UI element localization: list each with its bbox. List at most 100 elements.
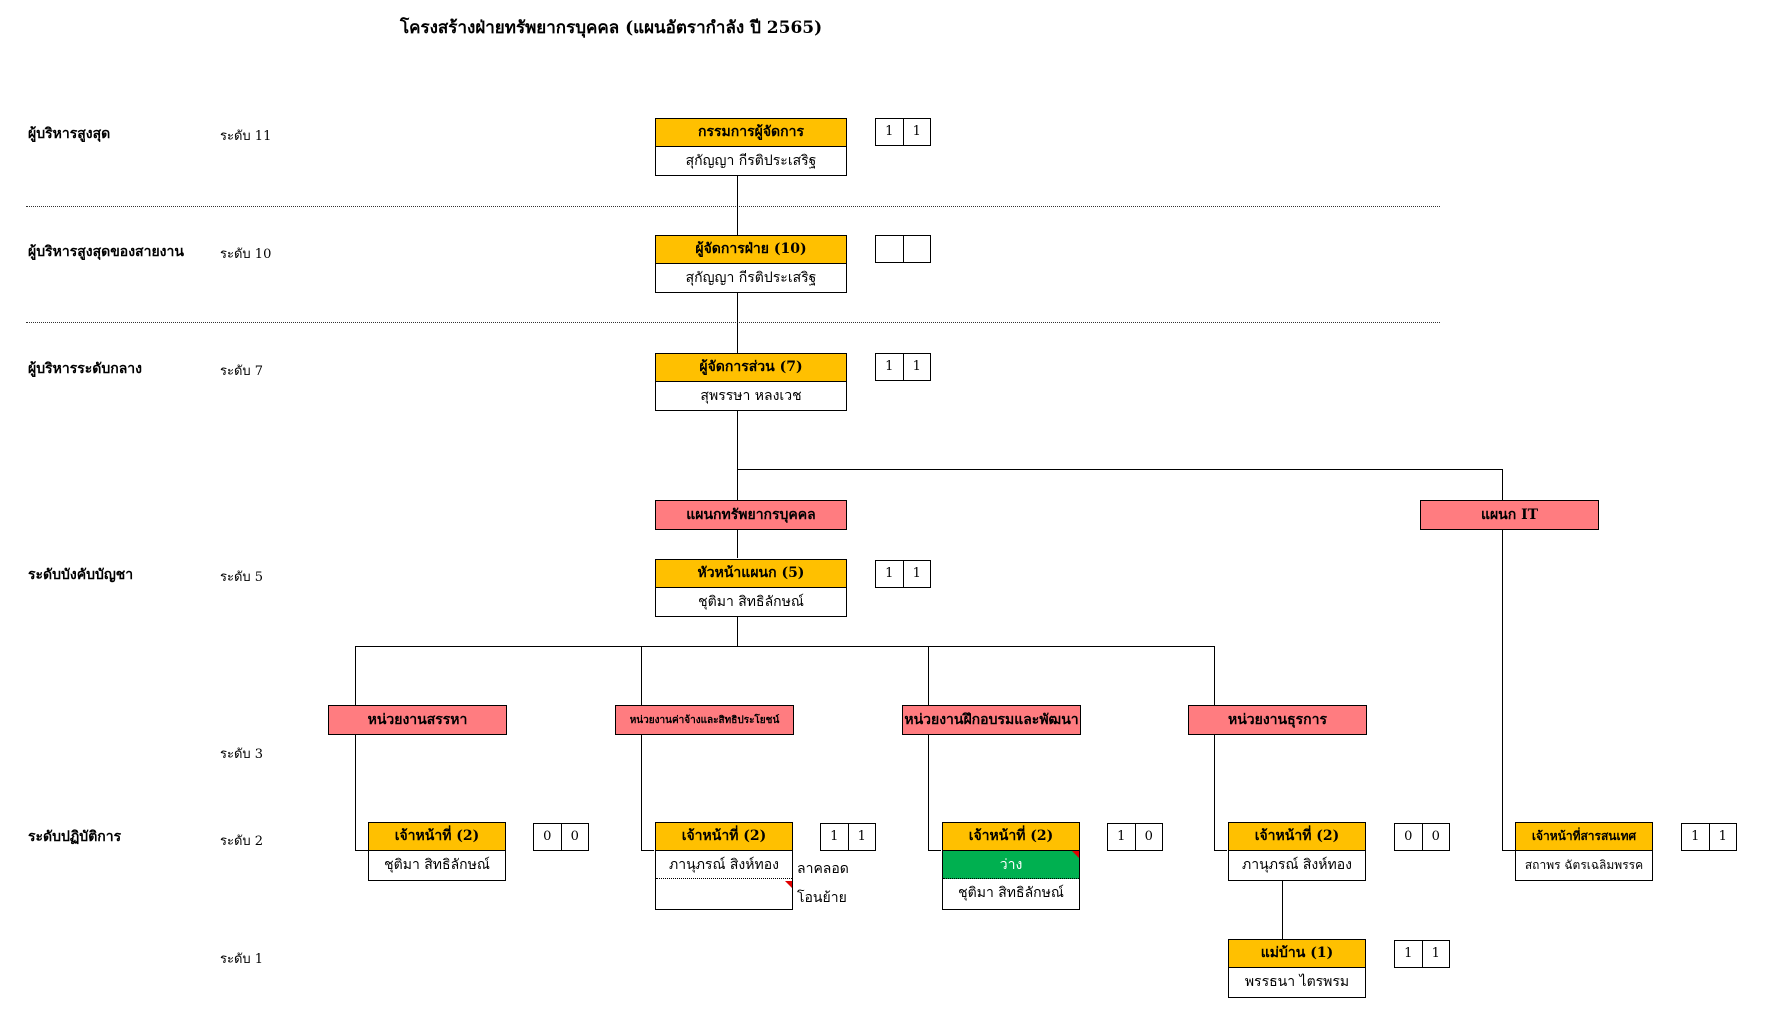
position-box-section-manager[interactable]: ผู้จัดการส่วน (7) สุพรรษา หลงเวช <box>655 353 847 411</box>
headcount-actual: 0 <box>1422 823 1450 851</box>
connector-line <box>1214 850 1227 851</box>
connector-line <box>355 646 1215 647</box>
level-7: ระดับ 7 <box>220 364 264 379</box>
position-box-managing-director[interactable]: กรรมการผู้จัดการ สุกัญญา กีรติประเสริฐ <box>655 118 847 176</box>
connector-line <box>737 411 738 500</box>
connector-line <box>928 646 929 850</box>
position-holder: ชุติมา สิทธิลักษณ์ <box>698 594 804 610</box>
connector-line <box>1282 881 1283 939</box>
headcount-planned: 1 <box>820 823 849 851</box>
position-holder: สุกัญญา กีรติประเสริฐ <box>685 270 817 286</box>
position-box-division-head[interactable]: หัวหน้าแผนก (5) ชุติมา สิทธิลักษณ์ <box>655 559 847 617</box>
headcount-actual: 1 <box>1422 940 1450 968</box>
position-box-admin-staff[interactable]: เจ้าหน้าที่ (2) ภานุภรณ์ สิงห์ทอง <box>1228 822 1366 881</box>
position-title: เจ้าหน้าที่สารสนเทศ <box>1516 823 1652 851</box>
comment-indicator-icon <box>785 881 792 888</box>
unit-training-development[interactable]: หน่วยงานฝึกอบรมและพัฒนา <box>902 705 1081 735</box>
headcount-planned: 1 <box>875 560 904 588</box>
position-holder: สุพรรษา หลงเวช <box>700 388 802 404</box>
department-hr[interactable]: แผนกทรัพยากรบุคคล <box>655 500 847 530</box>
level-5: ระดับ 5 <box>220 570 264 585</box>
category-operation: ระดับปฏิบัติการ <box>28 829 122 845</box>
connector-line <box>1502 469 1503 500</box>
headcount-actual: 0 <box>1135 823 1163 851</box>
level-10: ระดับ 10 <box>220 247 272 262</box>
connector-line <box>928 850 941 851</box>
position-title: เจ้าหน้าที่ (2) <box>943 823 1079 851</box>
headcount-actual: 1 <box>903 560 931 588</box>
headcount-actual: 1 <box>1709 823 1737 851</box>
position-title: ผู้จัดการส่วน (7) <box>656 354 846 382</box>
headcount-actual: 0 <box>561 823 589 851</box>
position-holder: ภานุภรณ์ สิงห์ทอง <box>1242 857 1352 873</box>
headcount-planned: 0 <box>1394 823 1423 851</box>
unit-administration[interactable]: หน่วยงานธุรการ <box>1188 705 1367 735</box>
connector-line <box>641 850 654 851</box>
connector-line <box>641 646 642 850</box>
connector-line <box>355 646 356 850</box>
position-box-maid[interactable]: แม่บ้าน (1) พรรธนา ไตรพรม <box>1228 939 1366 998</box>
position-box-it-staff[interactable]: เจ้าหน้าที่สารสนเทศ สถาพร ฉัตรเฉลิมพรรค <box>1515 822 1653 881</box>
position-holder: สุกัญญา กีรติประเสริฐ <box>685 153 817 169</box>
page-title: โครงสร้างฝ่ายทรัพยากรบุคคล (แผนอัตรากำลั… <box>400 18 823 38</box>
connector-line <box>1214 646 1215 850</box>
connector-line <box>737 617 738 646</box>
headcount-cells <box>875 235 931 263</box>
headcount-actual <box>903 235 931 263</box>
position-title: เจ้าหน้าที่ (2) <box>1229 823 1365 851</box>
unit-compensation-benefits[interactable]: หน่วยงานค่าจ้างและสิทธิประโยชน์ <box>615 705 794 735</box>
position-title: ผู้จัดการฝ่าย (10) <box>656 236 846 264</box>
position-title: หัวหน้าแผนก (5) <box>656 560 846 588</box>
headcount-planned <box>875 235 904 263</box>
category-mid-exec: ผู้บริหารระดับกลาง <box>28 361 142 377</box>
separator-line <box>26 206 1440 207</box>
separator-line <box>26 322 1440 323</box>
position-box-recruitment-staff[interactable]: เจ้าหน้าที่ (2) ชุติมา สิทธิลักษณ์ <box>368 822 506 881</box>
connector-line <box>737 176 738 235</box>
headcount-planned: 1 <box>1394 940 1423 968</box>
status-note: โอนย้าย <box>797 890 847 906</box>
position-holder: ภานุภรณ์ สิงห์ทอง <box>656 851 792 879</box>
level-3: ระดับ 3 <box>220 747 264 762</box>
connector-line <box>737 469 1503 470</box>
headcount-actual: 1 <box>848 823 876 851</box>
position-title: แม่บ้าน (1) <box>1229 940 1365 968</box>
level-11: ระดับ 11 <box>220 129 272 144</box>
headcount-planned: 1 <box>875 118 904 146</box>
category-line-exec: ผู้บริหารสูงสุดของสายงาน <box>28 244 184 260</box>
position-title: เจ้าหน้าที่ (2) <box>656 823 792 851</box>
headcount-planned: 1 <box>1107 823 1136 851</box>
position-holder: พรรธนา ไตรพรม <box>1244 974 1350 990</box>
connector-line <box>355 850 368 851</box>
connector-line <box>1502 530 1503 850</box>
connector-line <box>737 530 738 558</box>
headcount-planned: 0 <box>533 823 562 851</box>
position-holder-second <box>656 879 792 907</box>
position-box-department-manager[interactable]: ผู้จัดการฝ่าย (10) สุกัญญา กีรติประเสริฐ <box>655 235 847 293</box>
headcount-actual: 1 <box>903 353 931 381</box>
comment-indicator-icon <box>1072 851 1079 858</box>
headcount-planned: 1 <box>1681 823 1710 851</box>
department-it[interactable]: แผนก IT <box>1420 500 1599 530</box>
category-top-exec: ผู้บริหารสูงสุด <box>28 126 111 142</box>
connector-line <box>1502 850 1515 851</box>
position-title: เจ้าหน้าที่ (2) <box>369 823 505 851</box>
position-holder: สถาพร ฉัตรเฉลิมพรรค <box>1524 858 1644 872</box>
status-note: ลาคลอด <box>797 861 849 877</box>
position-holder-second: ชุติมา สิทธิลักษณ์ <box>958 885 1064 901</box>
headcount-actual: 1 <box>903 118 931 146</box>
position-box-training-staff[interactable]: เจ้าหน้าที่ (2) ว่าง ชุติมา สิทธิลักษณ์ <box>942 822 1080 910</box>
unit-recruitment[interactable]: หน่วยงานสรรหา <box>328 705 507 735</box>
position-box-compensation-staff[interactable]: เจ้าหน้าที่ (2) ภานุภรณ์ สิงห์ทอง <box>655 822 793 910</box>
headcount-planned: 1 <box>875 353 904 381</box>
vacant-slot: ว่าง <box>943 851 1079 879</box>
